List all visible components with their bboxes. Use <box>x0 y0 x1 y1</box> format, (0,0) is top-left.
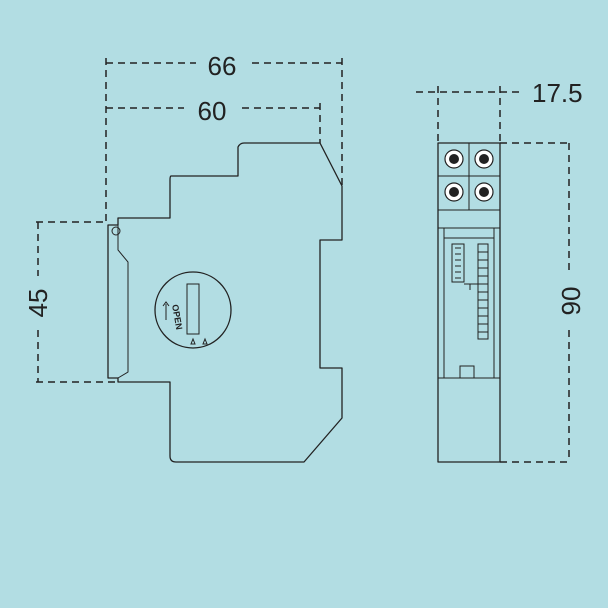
dim-90-label: 90 <box>556 287 586 316</box>
dim-17-5: 17.5 <box>416 78 583 143</box>
front-slider <box>451 243 465 283</box>
dial-slider <box>186 283 200 335</box>
front-slider-ticks <box>455 247 461 279</box>
front-link <box>464 283 478 290</box>
dial-marker-2 <box>202 337 208 345</box>
side-din-clip <box>117 225 129 379</box>
dim-45: 45 <box>23 221 118 383</box>
screw-terminal <box>444 149 494 202</box>
dial-ring <box>154 271 232 349</box>
dim-90: 90 <box>500 142 586 463</box>
side-view: OPEN <box>107 142 343 463</box>
dial-marker-1 <box>190 337 196 345</box>
dim-66-label: 66 <box>208 51 237 81</box>
side-hinge-pin <box>111 226 121 236</box>
dim-60-label: 60 <box>198 96 227 126</box>
dim-45-label: 45 <box>23 289 53 318</box>
dial-arrow <box>162 301 170 320</box>
dim-60: 60 <box>106 96 321 143</box>
front-view <box>437 142 501 463</box>
dim-66: 66 <box>105 51 343 225</box>
dial-label: OPEN <box>170 304 184 331</box>
front-window-frame <box>438 227 500 379</box>
front-scale-ticks <box>478 251 488 333</box>
front-latch <box>459 365 475 379</box>
dim-17-5-label: 17.5 <box>532 78 583 108</box>
